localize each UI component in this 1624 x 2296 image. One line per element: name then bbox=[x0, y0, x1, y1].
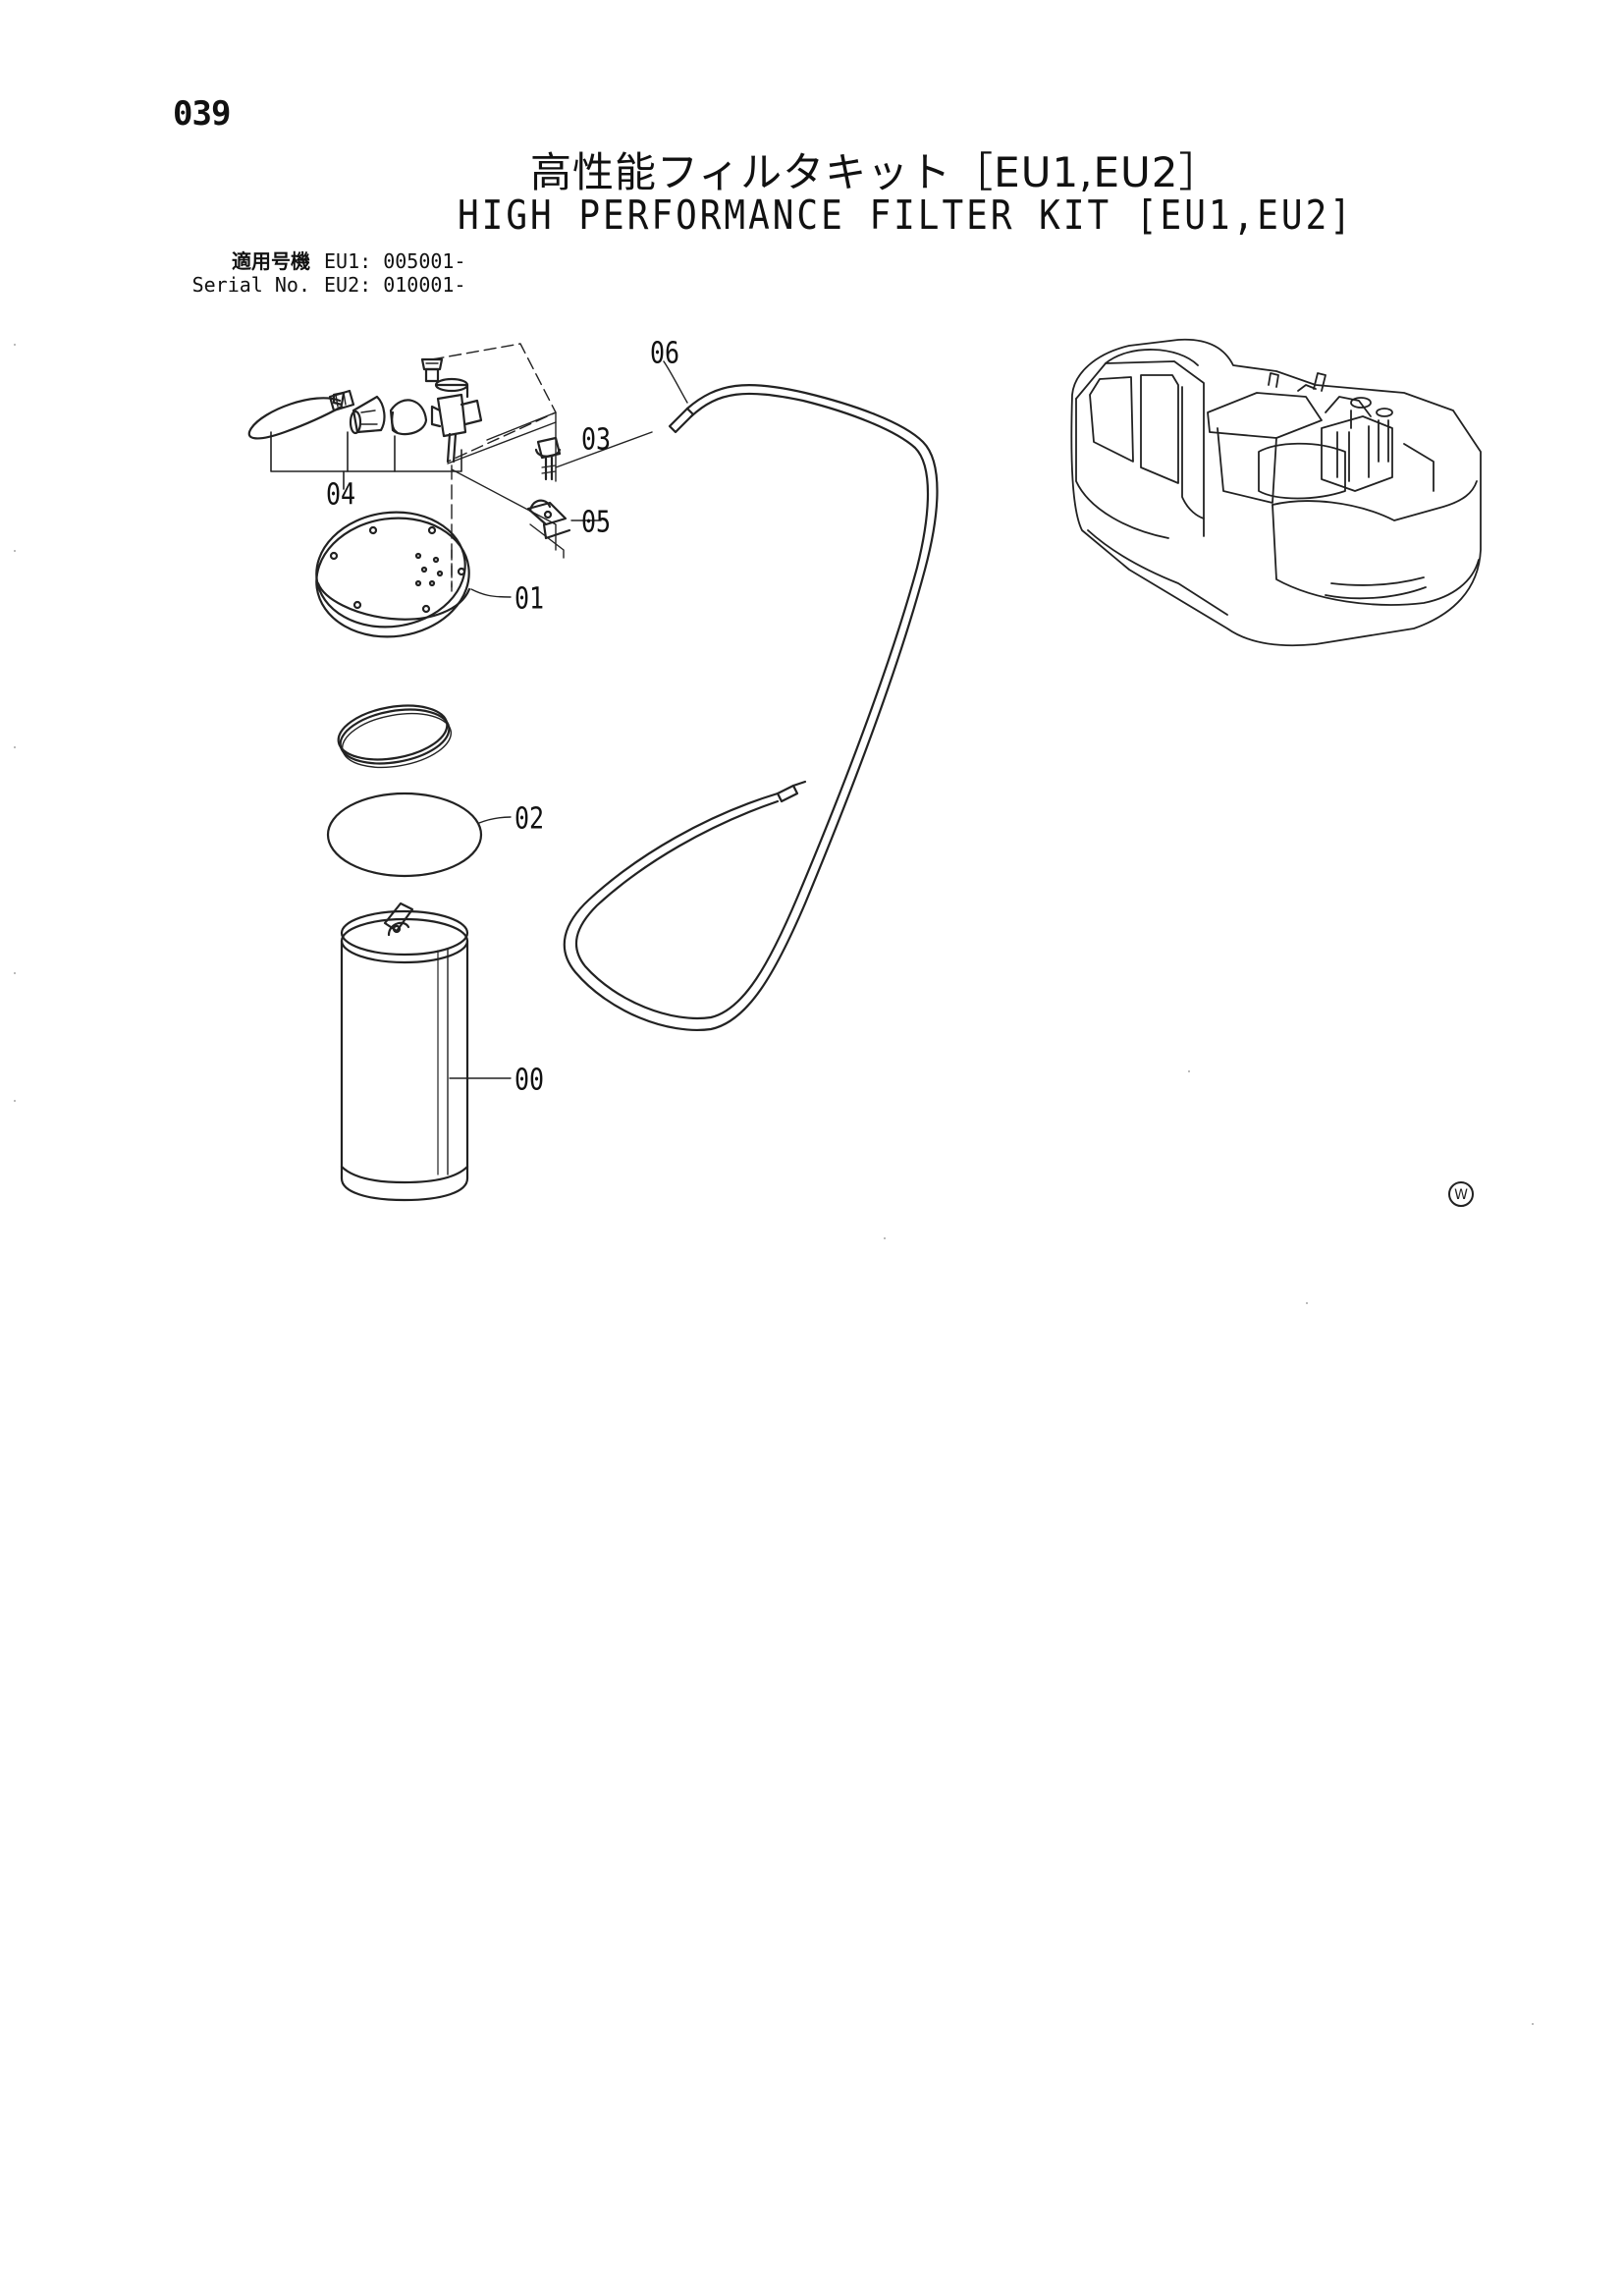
callout-03: 03 bbox=[581, 422, 612, 457]
callout-01: 01 bbox=[514, 581, 545, 616]
scan-speck bbox=[14, 1100, 16, 1102]
serial-row-ja: 適用号機 EU1: 005001- bbox=[173, 249, 466, 273]
filter-element-drawing bbox=[340, 902, 512, 1202]
callout-02: 02 bbox=[514, 801, 545, 836]
callout-05: 05 bbox=[581, 505, 612, 539]
callout-06: 06 bbox=[650, 336, 680, 370]
scan-speck bbox=[14, 746, 16, 748]
serial-eu2: EU2: 010001- bbox=[324, 273, 466, 297]
sensor-assembly-drawing bbox=[247, 343, 557, 588]
callout-04: 04 bbox=[326, 477, 356, 512]
callout-00: 00 bbox=[514, 1063, 545, 1097]
scan-speck bbox=[14, 550, 16, 552]
serial-label-en: Serial No. bbox=[191, 273, 310, 297]
seal-rings-drawing bbox=[326, 704, 512, 878]
scan-speck bbox=[1188, 1070, 1190, 1072]
scan-speck bbox=[1532, 2023, 1534, 2025]
scan-speck bbox=[14, 972, 16, 974]
mark-letter: W bbox=[1454, 1187, 1468, 1203]
serial-eu1: EU1: 005001- bbox=[324, 249, 466, 273]
excavator-overview-drawing bbox=[1070, 338, 1482, 647]
cover-disc-drawing bbox=[315, 511, 512, 638]
title-japanese: 高性能フィルタキット［EU1,EU2］ bbox=[530, 148, 1221, 196]
serial-label-ja: 適用号機 bbox=[232, 249, 310, 273]
hose-drawing bbox=[563, 360, 939, 1031]
serial-row-en: Serial No. EU2: 010001- bbox=[173, 273, 466, 297]
scan-speck bbox=[1306, 1302, 1308, 1304]
scan-speck bbox=[884, 1237, 886, 1239]
circled-w-mark: W bbox=[1448, 1181, 1474, 1207]
serial-applicability: 適用号機 EU1: 005001- Serial No. EU2: 010001- bbox=[173, 249, 466, 297]
bolt-and-clamp-drawing bbox=[526, 431, 653, 559]
page-number: 039 bbox=[173, 94, 231, 134]
title-english: HIGH PERFORMANCE FILTER KIT [EU1,EU2] bbox=[458, 192, 1354, 240]
scan-speck bbox=[14, 344, 16, 346]
